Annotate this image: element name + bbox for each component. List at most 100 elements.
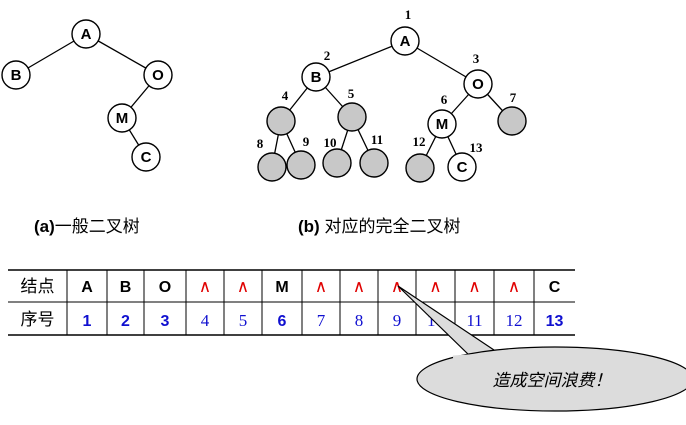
tree-b-node: 7 bbox=[497, 90, 527, 136]
table-node-cell: B bbox=[120, 279, 132, 296]
tree-a-node-label: A bbox=[81, 26, 92, 43]
table-node-cell: C bbox=[549, 279, 561, 296]
tree-b-node-index: 3 bbox=[473, 51, 480, 66]
tree-b-virtual-node bbox=[359, 148, 389, 178]
table-index-cell: 5 bbox=[239, 311, 248, 330]
table-node-cell: A bbox=[81, 279, 93, 296]
tree-b-node: 11 bbox=[359, 132, 389, 178]
tree-b-edge bbox=[315, 40, 406, 78]
table-index-cell: 8 bbox=[355, 311, 364, 330]
tree-a-node: C bbox=[131, 142, 161, 172]
tree-b-node-label: O bbox=[472, 76, 484, 93]
tree-b-node: 5 bbox=[337, 86, 367, 132]
tree-b-virtual-node bbox=[266, 106, 296, 136]
tree-b-real-node bbox=[447, 152, 477, 182]
table-index-cell: 13 bbox=[546, 313, 564, 330]
table-node-cell: O bbox=[159, 279, 171, 296]
table-empty-marker: ∧ bbox=[315, 277, 327, 297]
table-node-cell: M bbox=[275, 279, 288, 296]
table-index-cell: 7 bbox=[317, 311, 326, 330]
tree-b-virtual-node bbox=[322, 148, 352, 178]
tree-a-node-circle bbox=[71, 19, 101, 49]
table-empty-marker: ∧ bbox=[391, 277, 403, 297]
tree-b-node: 4 bbox=[266, 88, 296, 136]
callout-pointer bbox=[397, 285, 502, 357]
caption-b: (b) 对应的完全二叉树 bbox=[298, 217, 460, 236]
tree-b-node: B2 bbox=[301, 48, 331, 92]
tree-b-node: C13 bbox=[447, 140, 484, 182]
table-index-cell: 1 bbox=[83, 313, 92, 330]
table-empty-marker: ∧ bbox=[429, 277, 441, 297]
table-index-cell: 6 bbox=[278, 313, 287, 330]
tree-a-node-circle bbox=[107, 103, 137, 133]
tree-b-node-label: C bbox=[457, 159, 468, 176]
tree-a-node-circle bbox=[143, 60, 173, 90]
tree-b-node-index: 9 bbox=[303, 134, 310, 149]
tree-b-virtual-node bbox=[337, 102, 367, 132]
tree-a-node: O bbox=[143, 60, 173, 90]
tree-b-real-node bbox=[301, 62, 331, 92]
tree-a-node-circle bbox=[1, 60, 31, 90]
tree-b-real-node bbox=[427, 109, 457, 139]
tree-b-node-index: 1 bbox=[405, 7, 412, 22]
tree-b-node-index: 2 bbox=[324, 48, 331, 63]
callout-bubble bbox=[416, 346, 686, 412]
table-index-cell: 9 bbox=[393, 311, 402, 330]
tree-b-node-label: M bbox=[436, 116, 449, 133]
tree-b-node: 9 bbox=[286, 134, 316, 180]
tree-b-node-index: 8 bbox=[257, 136, 264, 151]
tree-b-node: 12 bbox=[405, 134, 435, 183]
tree-a-node: A bbox=[71, 19, 101, 49]
table-empty-marker: ∧ bbox=[237, 277, 249, 297]
tree-b-real-node bbox=[390, 26, 420, 56]
tree-b-node-label: A bbox=[400, 33, 411, 50]
table-empty-marker: ∧ bbox=[468, 277, 480, 297]
table-index-cell: 12 bbox=[506, 311, 523, 330]
tree-a-node: B bbox=[1, 60, 31, 90]
caption-b-text: 对应的完全二叉树 bbox=[320, 217, 461, 236]
tree-a-node-label: O bbox=[152, 67, 164, 84]
tree-a-node-label: B bbox=[11, 67, 22, 84]
tree-b-virtual-node bbox=[405, 153, 435, 183]
table-empty-marker: ∧ bbox=[353, 277, 365, 297]
tree-b-node-index: 4 bbox=[282, 88, 289, 103]
tree-b-virtual-node bbox=[286, 150, 316, 180]
tree-a-general-binary-tree: A B O M C bbox=[1, 19, 173, 172]
table-index-cell: 11 bbox=[466, 311, 482, 330]
tree-b-virtual-node bbox=[497, 106, 527, 136]
caption-a: (a)一般二叉树 bbox=[34, 217, 140, 236]
table-row2-header: 序号 bbox=[21, 310, 55, 330]
tree-b-node: O3 bbox=[463, 51, 493, 99]
callout-joint bbox=[452, 352, 499, 359]
tree-b-node-index: 6 bbox=[441, 92, 448, 107]
tree-b-node-index: 7 bbox=[510, 90, 517, 105]
table-index-cell: 2 bbox=[121, 313, 130, 330]
tree-b-virtual-node bbox=[257, 152, 287, 182]
tree-a-node-label: C bbox=[141, 149, 152, 166]
tree-b-node: M6 bbox=[427, 92, 457, 139]
caption-b-prefix: (b) bbox=[298, 217, 320, 236]
tree-b-node-index: 12 bbox=[413, 134, 426, 149]
tree-b-node-index: 5 bbox=[348, 86, 355, 101]
tree-b-node-label: B bbox=[311, 69, 322, 86]
tree-a-node-circle bbox=[131, 142, 161, 172]
tree-b-node: 8 bbox=[257, 136, 287, 182]
caption-a-prefix: (a) bbox=[34, 217, 55, 236]
tree-b-node: A1 bbox=[390, 7, 420, 56]
table-row1-header: 结点 bbox=[21, 277, 55, 297]
table-empty-marker: ∧ bbox=[508, 277, 520, 297]
table-empty-marker: ∧ bbox=[199, 277, 211, 297]
tree-b-node-index: 13 bbox=[470, 140, 484, 155]
table-index-cell: 4 bbox=[201, 311, 210, 330]
tree-b-node: 10 bbox=[322, 135, 352, 178]
caption-a-text: 一般二叉树 bbox=[55, 217, 140, 236]
waste-callout: 造成空间浪费！ bbox=[397, 285, 686, 412]
callout-text: 造成空间浪费！ bbox=[493, 371, 612, 391]
tree-b-real-node bbox=[463, 69, 493, 99]
table-index-cell: 3 bbox=[161, 313, 170, 330]
tree-b-node-index: 11 bbox=[371, 132, 383, 147]
tree-a-node-label: M bbox=[116, 110, 129, 127]
